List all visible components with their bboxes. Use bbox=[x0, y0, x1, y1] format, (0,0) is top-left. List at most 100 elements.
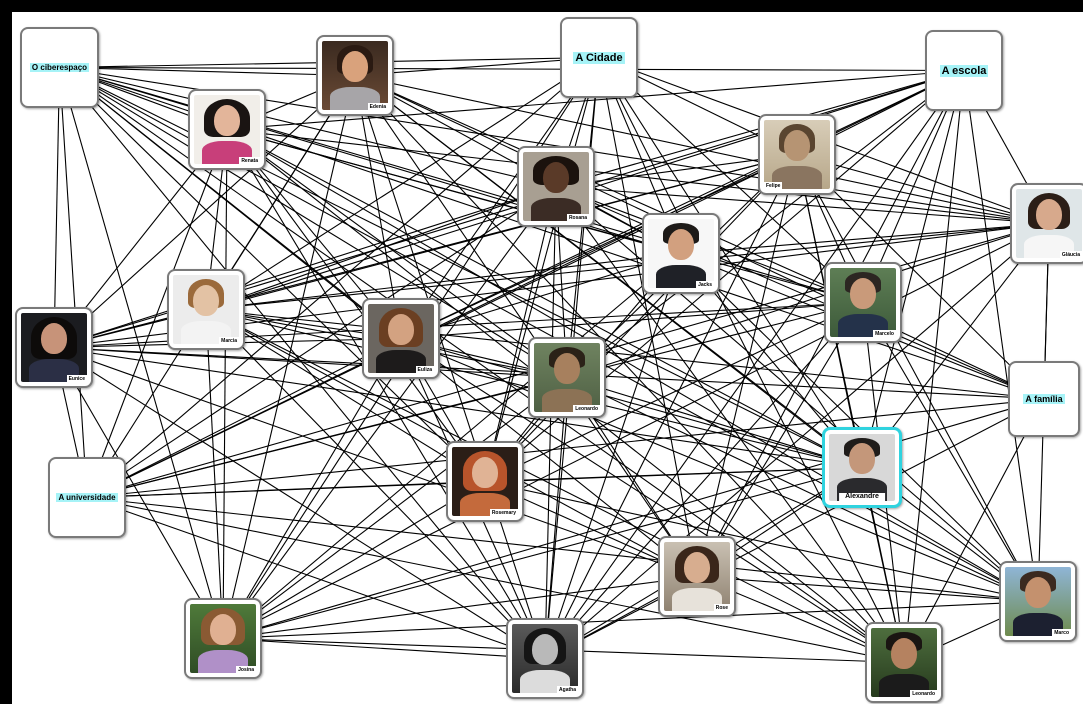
person-node-alexandre[interactable]: Alexandre bbox=[822, 427, 902, 508]
connection-line bbox=[222, 575, 698, 640]
avatar bbox=[21, 313, 87, 382]
topic-label-ciberespaco: O ciberespaço bbox=[29, 63, 90, 72]
person-node-renata[interactable]: Renata bbox=[188, 89, 266, 170]
connection-line bbox=[544, 223, 1050, 659]
connection-line bbox=[680, 222, 1050, 255]
avatar bbox=[194, 95, 260, 164]
connection-line bbox=[400, 57, 600, 339]
person-name: Marcelo bbox=[873, 330, 896, 338]
topic-node-cidade[interactable]: A Cidade bbox=[560, 17, 638, 98]
connection-line bbox=[862, 302, 1039, 602]
avatar bbox=[512, 624, 578, 693]
connection-line bbox=[222, 377, 568, 639]
person-name: Leonardo bbox=[573, 405, 600, 413]
connection-line bbox=[696, 575, 1039, 603]
person-name: Alexandre bbox=[839, 493, 885, 501]
connection-line bbox=[555, 185, 1045, 400]
person-node-rose[interactable]: Rose bbox=[658, 536, 736, 617]
connection-line bbox=[400, 252, 682, 340]
person-name: Agatha bbox=[557, 686, 578, 694]
connection-line bbox=[354, 75, 1039, 602]
connection-line bbox=[205, 222, 1050, 311]
avatar bbox=[173, 275, 239, 344]
connection-line bbox=[544, 154, 798, 659]
person-node-leonardo[interactable]: Leonardo bbox=[528, 337, 606, 418]
connection-line bbox=[555, 186, 1039, 602]
connection-line bbox=[903, 70, 965, 663]
person-name: Renata bbox=[239, 157, 260, 165]
person-node-marco[interactable]: Marco bbox=[999, 561, 1077, 642]
person-node-leonardo-2[interactable]: Leonardo bbox=[865, 622, 943, 703]
connection-line bbox=[354, 75, 402, 339]
connection-line bbox=[205, 252, 682, 311]
topic-node-familia[interactable]: A família bbox=[1008, 361, 1080, 437]
connection-line bbox=[796, 153, 1050, 225]
connection-line bbox=[484, 302, 864, 482]
connection-line bbox=[796, 154, 1045, 400]
connection-line bbox=[696, 154, 798, 577]
person-node-rosemary[interactable]: Rosemary bbox=[446, 441, 524, 522]
person-node-euliza[interactable]: Euliza bbox=[362, 298, 440, 379]
connection-line bbox=[555, 185, 1050, 225]
connection-line bbox=[354, 75, 905, 663]
connection-line bbox=[222, 466, 863, 640]
connection-line bbox=[222, 398, 1045, 640]
person-node-rosana[interactable]: Rosana bbox=[517, 146, 595, 227]
connection-line bbox=[354, 74, 1050, 225]
network-canvas: O ciberespaço A Cidade A escola A famíli… bbox=[12, 12, 1083, 704]
person-name: Rosana bbox=[566, 214, 589, 222]
connection-line bbox=[555, 153, 798, 188]
connection-line bbox=[544, 302, 864, 659]
person-name: Marcia bbox=[219, 337, 239, 345]
connection-line bbox=[222, 600, 1039, 640]
connection-line bbox=[222, 75, 356, 639]
topic-node-universidade[interactable]: A universidade bbox=[48, 457, 126, 538]
avatar bbox=[1016, 189, 1082, 258]
connection-line bbox=[86, 376, 568, 499]
person-name: Gláucia bbox=[1059, 251, 1082, 259]
connection-line bbox=[544, 398, 1045, 659]
topic-label-universidade: A universidade bbox=[56, 493, 118, 502]
topic-node-escola[interactable]: A escola bbox=[925, 30, 1003, 111]
connection-line bbox=[226, 129, 863, 468]
connection-line bbox=[226, 129, 568, 378]
person-node-marcelo[interactable]: Marcelo bbox=[824, 262, 902, 343]
person-node-felipe[interactable]: Felipe bbox=[758, 114, 836, 195]
person-name: Jacks bbox=[696, 281, 714, 289]
person-node-eunice[interactable]: Eunice bbox=[15, 307, 93, 388]
connection-line bbox=[205, 308, 1045, 400]
avatar bbox=[368, 304, 434, 373]
avatar bbox=[648, 219, 714, 288]
topic-node-ciberespaco[interactable]: O ciberespaço bbox=[20, 27, 99, 108]
connection-line bbox=[222, 129, 228, 639]
person-name: Leonardo bbox=[910, 690, 937, 698]
avatar bbox=[322, 41, 388, 110]
connection-line bbox=[226, 128, 1050, 225]
person-node-jackson[interactable]: Jacks bbox=[642, 213, 720, 294]
connection-line bbox=[58, 67, 88, 498]
connection-line bbox=[400, 154, 798, 339]
person-name: Josina bbox=[236, 666, 256, 674]
connection-line bbox=[53, 346, 698, 578]
connection-line bbox=[484, 480, 1039, 603]
connection-line bbox=[205, 309, 905, 663]
connection-line bbox=[226, 129, 1039, 602]
connection-line bbox=[53, 346, 568, 379]
person-node-glaucia[interactable]: Gláucia bbox=[1010, 183, 1083, 264]
connection-line bbox=[222, 223, 1050, 639]
connection-line bbox=[555, 186, 905, 663]
connection-line bbox=[59, 66, 965, 72]
avatar bbox=[764, 120, 830, 189]
person-node-marcia[interactable]: Marcia bbox=[167, 269, 245, 350]
connection-line bbox=[53, 346, 863, 469]
connection-line bbox=[59, 67, 546, 659]
connection-line bbox=[205, 309, 224, 639]
person-node-edenia[interactable]: Edenia bbox=[316, 35, 394, 116]
avatar bbox=[1005, 567, 1071, 636]
connection-line bbox=[222, 338, 402, 639]
person-node-josina[interactable]: Josina bbox=[184, 598, 262, 679]
connection-line bbox=[222, 637, 546, 660]
connection-line bbox=[59, 66, 356, 77]
person-node-agatha[interactable]: Agatha bbox=[506, 618, 584, 699]
connection-line bbox=[86, 480, 486, 499]
